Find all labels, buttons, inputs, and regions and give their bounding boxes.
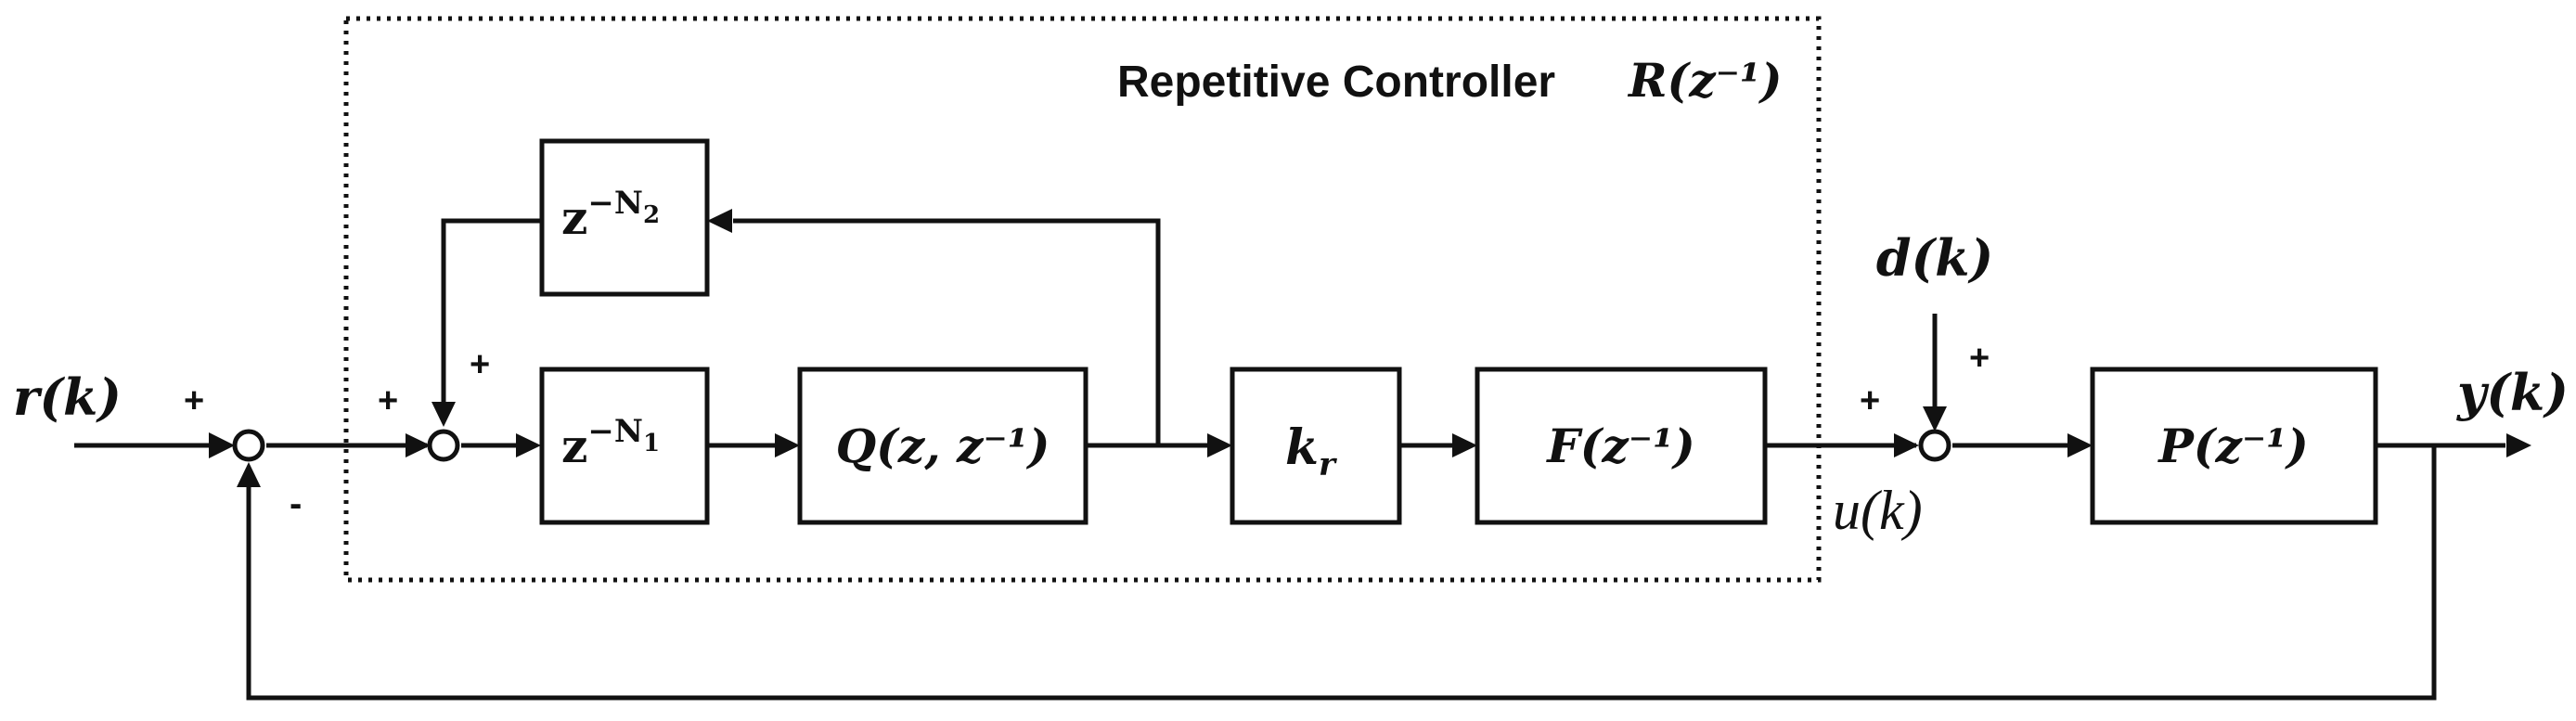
sign-sum1-feedback: -	[290, 483, 302, 524]
delay-n1-base: z	[561, 418, 587, 473]
gain-base: k	[1285, 419, 1319, 476]
delay-n1-exponent: −N	[587, 413, 643, 450]
controller-title: Repetitive Controller	[1117, 58, 1555, 107]
arrowhead-sum1-bottom	[237, 462, 261, 487]
delay-n1-subscript: 1	[643, 430, 660, 457]
wire-loop-feedback	[733, 218, 1161, 445]
sign-sum3-disturbance: +	[1969, 339, 1990, 378]
arrowhead-reference-in	[209, 432, 235, 458]
repetitive-controller-boundary	[343, 16, 1822, 583]
summing-junction-disturbance	[1918, 429, 1951, 462]
arrowhead-error	[406, 433, 431, 457]
sign-sum1-reference: +	[184, 381, 204, 420]
arrowhead-q	[775, 433, 800, 457]
summing-junction-repetitive	[427, 429, 460, 462]
svg-text:z−N2: z−N2	[561, 185, 660, 245]
wire-delay-n2-to-sum2	[441, 218, 542, 418]
arrowhead-gain	[1207, 433, 1232, 457]
sign-sum2-forward: +	[378, 381, 398, 420]
arrowhead-f	[1452, 433, 1477, 457]
arrowhead-disturbance	[1923, 406, 1947, 431]
block-f-filter: F(z⁻¹)	[1475, 367, 1768, 525]
svg-text:z−N1: z−N1	[561, 413, 660, 473]
block-delay-n2: z−N2	[539, 138, 710, 297]
q-filter-label: Q(z, z⁻¹)	[836, 418, 1050, 473]
f-filter-label: F(z⁻¹)	[1545, 418, 1695, 473]
delay-n2-subscript: 2	[643, 201, 660, 229]
block-plant: P(z⁻¹)	[2090, 367, 2378, 525]
output-signal-label: y(k)	[2456, 363, 2569, 422]
arrowhead-sum2-top	[431, 402, 456, 427]
plant-label: P(z⁻¹)	[2157, 418, 2309, 473]
svg-text:kr: kr	[1285, 419, 1337, 483]
wire-main-feedback	[246, 445, 2437, 701]
gain-subscript: r	[1319, 446, 1337, 483]
reference-signal-label: r(k)	[13, 367, 122, 427]
sign-sum3-control: +	[1860, 381, 1880, 420]
control-signal-label: u(k)	[1833, 480, 1923, 541]
sign-sum2-loop: +	[470, 345, 490, 384]
arrowhead-plant	[2067, 433, 2093, 457]
block-delay-n1: z−N1	[539, 367, 710, 525]
arrowhead-delay-n2	[707, 209, 732, 233]
arrowhead-control	[1894, 433, 1919, 457]
arrowhead-delay-n1	[516, 433, 541, 457]
block-repetitive-gain: kr	[1230, 367, 1402, 525]
delay-n2-exponent: −N	[587, 185, 643, 222]
block-q-filter: Q(z, z⁻¹)	[797, 367, 1088, 525]
disturbance-signal-label: d(k)	[1876, 228, 1993, 288]
arrowhead-output	[2506, 433, 2531, 457]
summing-junction-error	[232, 429, 265, 462]
controller-title-math: R(z⁻¹)	[1627, 53, 1783, 108]
delay-n2-base: z	[561, 190, 587, 245]
